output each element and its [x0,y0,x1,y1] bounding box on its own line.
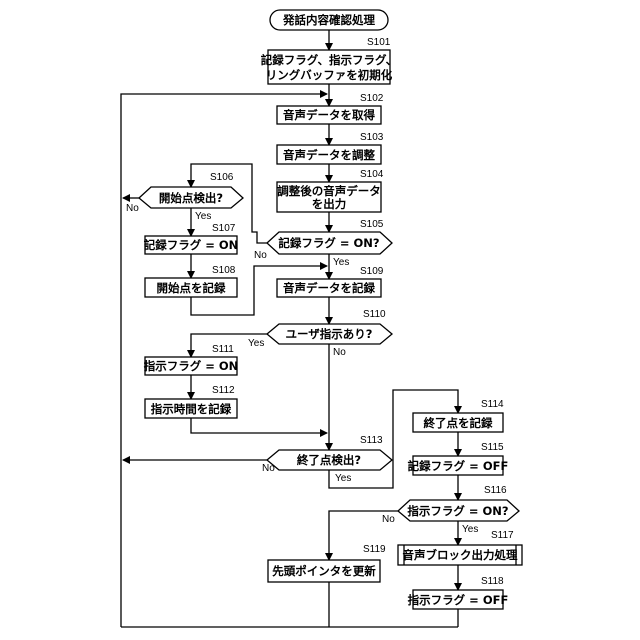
step-s103-label: 音声データを調整 [283,148,375,162]
step-s111-id: S111 [212,344,234,355]
step-s101-id: S101 [367,37,391,48]
step-s118-label: 指示フラグ = OFF [408,593,509,607]
step-s107-id: S107 [212,223,236,234]
step-s114-label: 終了点を記録 [424,416,493,430]
step-s104-line2: を出力 [312,197,347,211]
decision-s106-id: S106 [210,172,234,183]
decision-s116-yes: Yes [462,524,478,535]
decision-s116-label: 指示フラグ = ON? [407,504,508,518]
start-label: 発話内容確認処理 [282,13,375,27]
decision-s105-yes: Yes [333,257,349,268]
step-s108-id: S108 [212,265,236,276]
step-s114-id: S114 [481,399,504,410]
step-s103: 音声データを調整 S103 [277,132,384,164]
decision-s110-no: No [333,347,346,358]
decision-s113-id: S113 [360,435,383,446]
decision-s113-yes: Yes [335,473,351,484]
decision-s106-label: 開始点検出? [159,191,223,205]
decision-s116: 指示フラグ = ON? S116 No Yes [382,485,519,535]
step-s102: 音声データを取得 S102 [277,93,384,124]
decision-s113-no: No [262,463,275,474]
decision-s113: 終了点検出? S113 No Yes [262,435,392,484]
step-s109: 音声データを記録 S109 [277,266,384,297]
step-s102-id: S102 [360,93,384,104]
step-s112-label: 指示時間を記録 [151,402,232,416]
step-s102-label: 音声データを取得 [283,108,375,122]
decision-s105-no: No [254,250,267,261]
step-s111-label: 指示フラグ = ON [144,359,239,373]
decision-s110: ユーザ指示あり? S110 Yes No [248,309,392,358]
process-s117: 音声ブロック出力処理 S117 [398,530,522,565]
step-s119-id: S119 [363,544,386,555]
decision-s110-id: S110 [363,309,386,320]
decision-s106-no: No [126,203,139,214]
decision-s105-id: S105 [360,219,384,230]
step-s109-id: S109 [360,266,384,277]
step-s112-id: S112 [212,385,235,396]
decision-s116-id: S116 [484,485,507,496]
step-s104-line1: 調整後の音声データ [277,184,381,198]
decision-s105: 記録フラグ = ON? S105 No Yes [254,219,392,268]
step-s104: 調整後の音声データ を出力 S104 [277,169,384,212]
process-s117-label: 音声ブロック出力処理 [403,548,518,562]
step-s103-id: S103 [360,132,384,143]
step-s115-id: S115 [481,442,504,453]
step-s107-label: 記録フラグ = ON [144,238,239,252]
step-s118-id: S118 [481,576,504,587]
step-s119: 先頭ポインタを更新 S119 [268,544,386,582]
step-s104-id: S104 [360,169,384,180]
decision-s106-yes: Yes [195,211,211,222]
start-terminal: 発話内容確認処理 [270,10,388,30]
step-s115-label: 記録フラグ = OFF [408,459,509,473]
decision-s113-label: 終了点検出? [297,453,361,467]
step-s101-line2: リングバッファを初期化 [266,68,393,82]
decision-s106: 開始点検出? S106 No Yes [126,172,243,222]
decision-s105-label: 記録フラグ = ON? [278,236,379,250]
process-s117-id: S117 [491,530,514,541]
decision-s110-label: ユーザ指示あり? [286,327,373,341]
step-s109-label: 音声データを記録 [283,281,375,295]
decision-s110-yes: Yes [248,338,264,349]
step-s119-label: 先頭ポインタを更新 [272,564,376,578]
decision-s116-no: No [382,514,395,525]
step-s108-label: 開始点を記録 [157,281,226,295]
step-s101-line1: 記録フラグ、指示フラグ、 [261,53,397,67]
